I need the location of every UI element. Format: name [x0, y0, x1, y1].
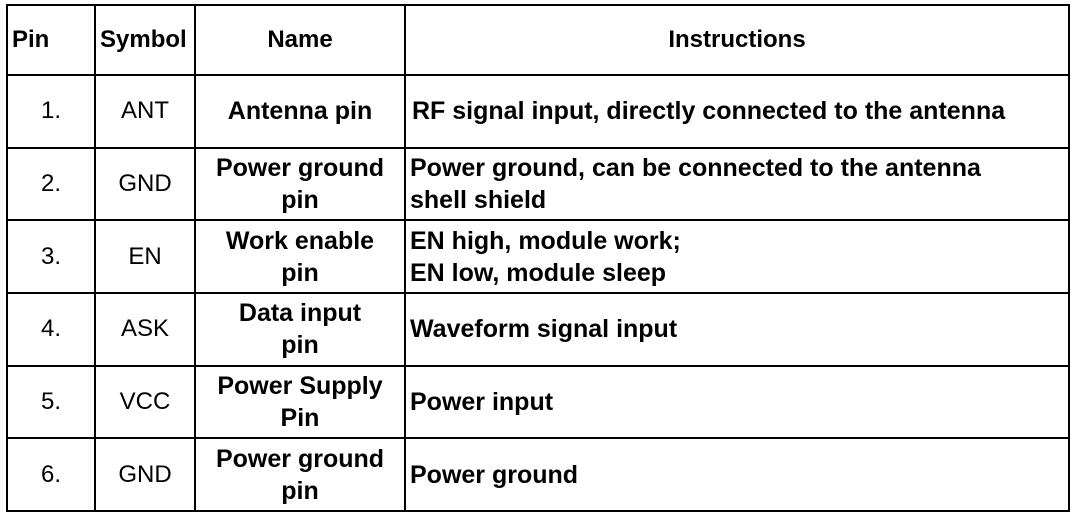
name-cell: Power ground pin [194, 146, 406, 222]
name-cell: Antenna pin [194, 74, 406, 149]
symbol-cell: GND [94, 437, 196, 512]
name-line: Pin [280, 403, 320, 432]
name-line: pin [281, 331, 319, 360]
table-row: 3. EN Work enable pin EN high, module wo… [6, 219, 1070, 294]
name-line: Data input [238, 299, 362, 328]
header-name: Name [194, 4, 406, 76]
instruction-line: Waveform signal input [410, 315, 678, 344]
table-row: 6. GND Power ground pin Power ground [6, 437, 1070, 512]
instructions-cell: RF signal input, directly connected to t… [404, 74, 1070, 149]
instruction-line: Power ground [410, 460, 579, 489]
pin-number-cell: 6. [6, 437, 96, 512]
name-line: pin [281, 476, 319, 505]
symbol-cell: ASK [94, 291, 196, 367]
table-row: 1. ANT Antenna pin RF signal input, dire… [6, 74, 1070, 149]
name-line: Work enable [225, 226, 375, 255]
header-symbol: Symbol [94, 4, 196, 76]
pin-description-table: Pin Symbol Name Instructions 1. ANT Ante… [6, 4, 1070, 512]
name-line: Power ground [215, 153, 385, 182]
name-line: Power ground [215, 444, 385, 473]
instruction-line: EN high, module work; [410, 226, 681, 255]
pin-number-cell: 1. [6, 74, 96, 149]
table-row: 2. GND Power ground pin Power ground, ca… [6, 146, 1070, 222]
instructions-cell: Power ground, can be connected to the an… [404, 146, 1070, 222]
instruction-line: shell shield [410, 185, 547, 214]
symbol-cell: VCC [94, 364, 196, 440]
header-instructions: Instructions [404, 4, 1070, 76]
name-cell: Data input pin [194, 291, 406, 367]
name-line: pin [281, 185, 319, 214]
pin-number-cell: 4. [6, 291, 96, 367]
pin-number-cell: 3. [6, 219, 96, 294]
instructions-cell: Power input [404, 364, 1070, 440]
instructions-cell: EN high, module work; EN low, module sle… [404, 219, 1070, 294]
header-row: Pin Symbol Name Instructions [6, 4, 1070, 76]
symbol-cell: EN [94, 219, 196, 294]
instructions-cell: Waveform signal input [404, 291, 1070, 367]
name-line: Power Supply [217, 371, 383, 400]
pin-number-cell: 2. [6, 146, 96, 222]
pin-number-cell: 5. [6, 364, 96, 440]
symbol-cell: ANT [94, 74, 196, 149]
symbol-cell: GND [94, 146, 196, 222]
name-cell: Power ground pin [194, 437, 406, 512]
table-row: 4. ASK Data input pin Waveform signal in… [6, 291, 1070, 367]
instruction-line: RF signal input, directly connected to t… [412, 97, 1006, 126]
name-line: Antenna pin [227, 97, 373, 126]
name-cell: Work enable pin [194, 219, 406, 294]
name-line: pin [281, 258, 319, 287]
table-row: 5. VCC Power Supply Pin Power input [6, 364, 1070, 440]
instruction-line: EN low, module sleep [410, 258, 667, 287]
header-pin: Pin [6, 4, 96, 76]
instructions-cell: Power ground [404, 437, 1070, 512]
name-cell: Power Supply Pin [194, 364, 406, 440]
instruction-line: Power ground, can be connected to the an… [410, 153, 981, 182]
instruction-line: Power input [410, 387, 554, 416]
